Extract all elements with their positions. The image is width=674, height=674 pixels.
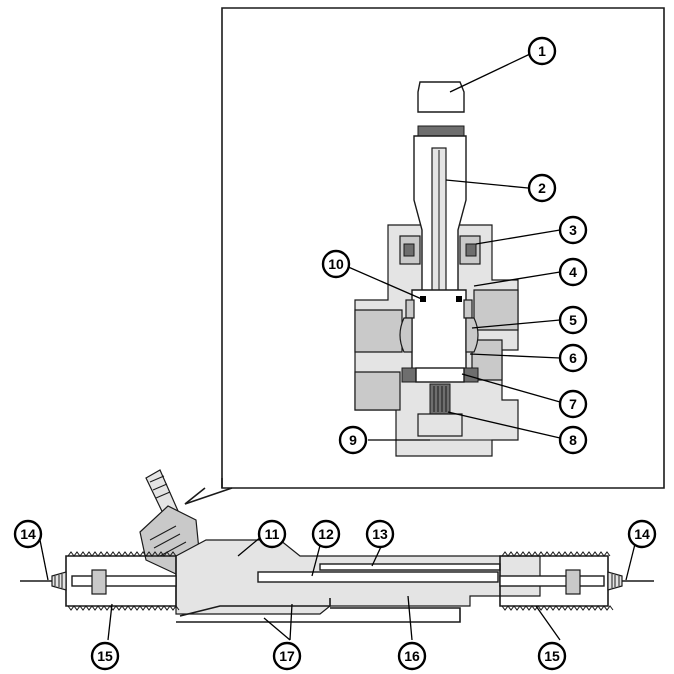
callout-15-left: 15 xyxy=(90,641,120,671)
callout-14-right: 14 xyxy=(627,519,657,549)
rack-inner-tube xyxy=(319,563,501,571)
right-inner-joint xyxy=(565,569,581,595)
callout-2: 2 xyxy=(527,173,557,203)
callout-number: 17 xyxy=(279,648,295,664)
callout-number: 16 xyxy=(404,648,420,664)
pinion-housing-lower xyxy=(417,413,463,437)
callout-10: 10 xyxy=(321,249,351,279)
input-shaft-top xyxy=(417,81,465,113)
rotary-valve xyxy=(411,289,467,381)
callout-6: 6 xyxy=(558,343,588,373)
lower-bearing-inner xyxy=(415,367,465,383)
callout-3: 3 xyxy=(558,215,588,245)
callout-number: 4 xyxy=(569,264,577,280)
inset-pointer xyxy=(184,478,233,505)
callout-15-right: 15 xyxy=(537,641,567,671)
right-tie-rod xyxy=(499,575,605,587)
rack-bar xyxy=(257,571,499,583)
callout-number: 7 xyxy=(569,396,577,412)
callout-number: 10 xyxy=(328,256,344,272)
callouts: 1 2 3 4 5 6 7 8 9 10 11 12 13 14 14 15 1… xyxy=(13,36,657,671)
fluid-line-lower-2 xyxy=(179,598,331,617)
callout-number: 11 xyxy=(265,526,280,542)
input-shaft-collar xyxy=(417,125,465,137)
callout-13: 13 xyxy=(365,519,395,549)
housing-left-bore-lower xyxy=(354,371,401,411)
inset-frame xyxy=(221,7,665,489)
housing-left-bore xyxy=(354,309,403,353)
callout-number: 9 xyxy=(349,432,357,448)
callout-number: 3 xyxy=(569,222,577,238)
callout-5: 5 xyxy=(558,305,588,335)
callout-7: 7 xyxy=(558,389,588,419)
housing-right-bore xyxy=(473,289,519,331)
valve-sleeve-left xyxy=(399,317,413,353)
pinion-teeth xyxy=(429,383,451,415)
left-inner-joint xyxy=(91,569,107,595)
callout-number: 13 xyxy=(372,526,388,542)
callout-number: 6 xyxy=(569,350,577,366)
callout-8: 8 xyxy=(558,425,588,455)
callout-11: 11 xyxy=(257,519,287,549)
callout-number: 12 xyxy=(318,526,334,542)
upper-bearing-left xyxy=(403,243,415,257)
left-tie-rod xyxy=(71,575,177,587)
callout-number: 5 xyxy=(569,312,577,328)
valve-cross-section xyxy=(354,81,519,457)
right-tie-rod-end xyxy=(607,571,654,591)
o-ring-right xyxy=(456,296,462,302)
callout-number: 15 xyxy=(544,648,560,664)
fluid-line-lower xyxy=(176,607,461,623)
callout-17: 17 xyxy=(272,641,302,671)
upper-bearing-right xyxy=(465,243,477,257)
callout-1: 1 xyxy=(527,36,557,66)
valve-ring-2 xyxy=(463,299,473,319)
callout-9: 9 xyxy=(338,425,368,455)
left-tie-rod-end xyxy=(20,571,67,591)
valve-sleeve-right xyxy=(465,317,479,353)
callout-number: 2 xyxy=(538,180,546,196)
pinion-tower-splines xyxy=(149,475,171,499)
leader-lines xyxy=(39,53,637,641)
callout-number: 1 xyxy=(538,43,546,59)
callout-12: 12 xyxy=(311,519,341,549)
housing-right-bore-lower xyxy=(471,339,503,381)
valve-ring-1 xyxy=(405,299,415,319)
callout-4: 4 xyxy=(558,257,588,287)
steering-gear-assembly xyxy=(20,469,654,623)
callout-16: 16 xyxy=(397,641,427,671)
callout-number: 14 xyxy=(634,526,650,542)
detail-inset xyxy=(184,7,665,505)
callout-number: 8 xyxy=(569,432,577,448)
callout-14-left: 14 xyxy=(13,519,43,549)
right-bellows xyxy=(499,551,614,611)
callout-number: 14 xyxy=(20,526,36,542)
callout-number: 15 xyxy=(97,648,113,664)
